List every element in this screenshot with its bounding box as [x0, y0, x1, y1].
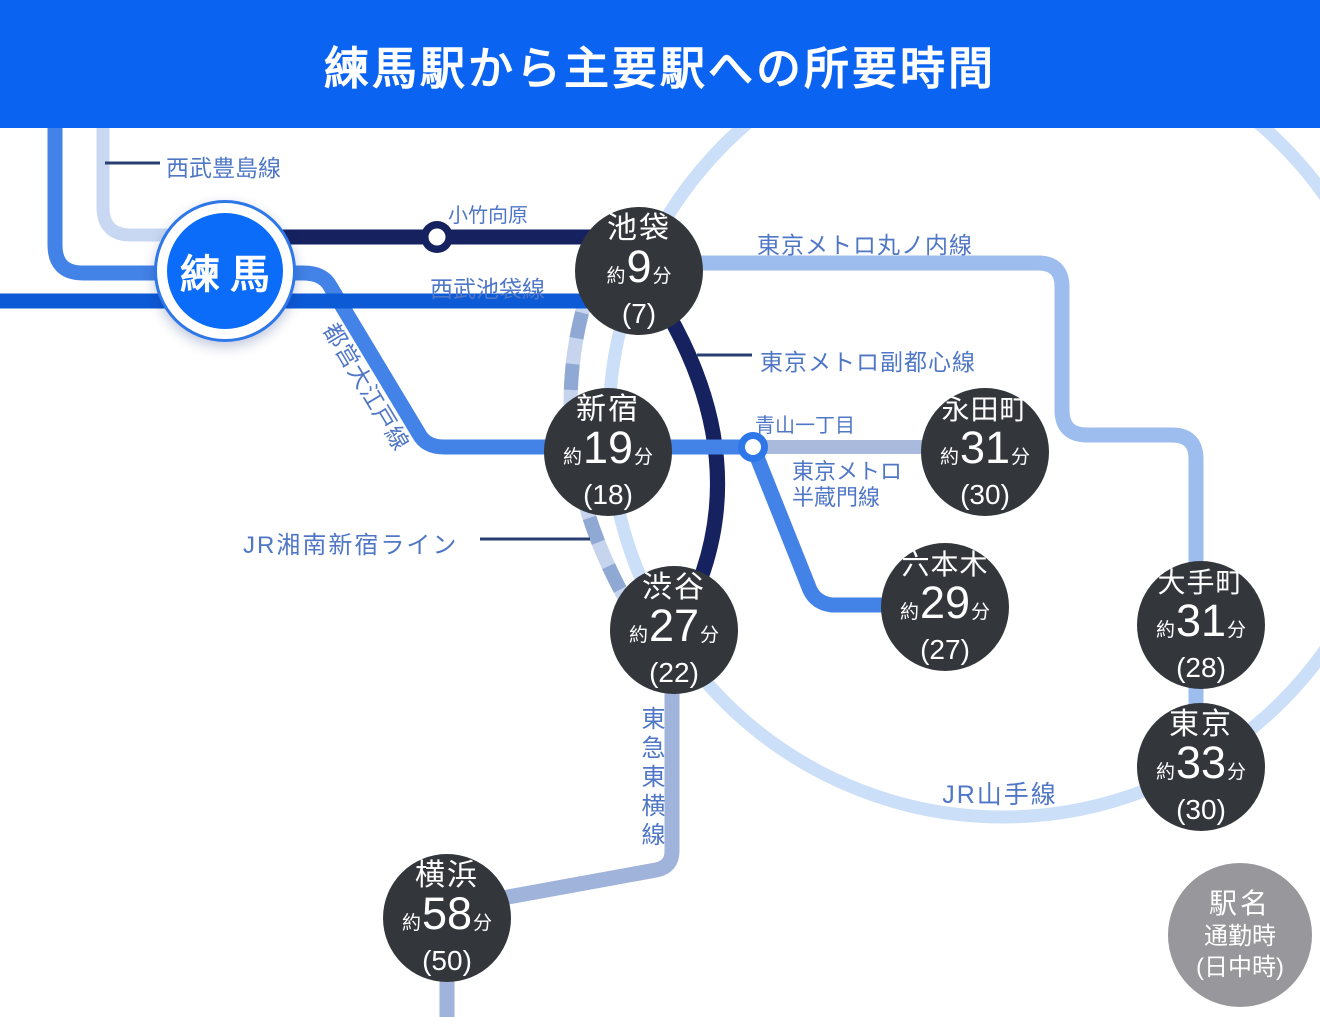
station-name: 池袋 — [607, 212, 671, 245]
title-bar: 練馬駅から主要駅への所要時間 — [0, 0, 1320, 128]
daytime-minutes: (28) — [1176, 652, 1226, 683]
seibu-ikebukuro-line-label: 西武池袋線 — [430, 276, 545, 302]
minutes-unit: 分 — [634, 447, 654, 468]
jr-shonan-shinjuku-line-label: JR湘南新宿ライン — [243, 532, 459, 559]
minutes-unit: 分 — [1011, 447, 1031, 468]
minutes-value: 58 — [421, 888, 473, 939]
aoyama-itchome-station-label: 青山一丁目 — [755, 415, 855, 437]
minutes-value: 33 — [1175, 737, 1227, 788]
daytime-minutes: (30) — [960, 479, 1010, 510]
metro-fukutoshin-line-label: 東京メトロ副都心線 — [760, 349, 976, 375]
jr-yamanote-line-label: JR山手線 — [942, 781, 1058, 809]
approx-label: 約 — [562, 447, 582, 468]
approx-label: 約 — [606, 266, 626, 287]
metro-marunouchi-line — [632, 255, 1204, 775]
minutes-unit: 分 — [473, 913, 493, 934]
minutes-value: 29 — [919, 577, 971, 628]
daytime-minutes: (50) — [422, 945, 472, 976]
station-name: 六本木 — [901, 549, 989, 580]
tokyu-toyoko-line — [468, 630, 680, 912]
daytime-minutes: (30) — [1176, 794, 1226, 825]
metro-hanzomon-line-label-2: 半蔵門線 — [792, 485, 881, 510]
approx-label: 約 — [401, 913, 421, 934]
minutes-value: 31 — [959, 422, 1011, 473]
kotake-mukaihara-station-label: 小竹向原 — [448, 205, 528, 227]
approx-label: 約 — [628, 625, 648, 646]
minutes-value: 9 — [626, 241, 652, 292]
origin-station-nerima-core: 練馬 — [167, 213, 283, 329]
station-name: 新宿 — [576, 393, 640, 426]
legend-circle: 駅名 通勤時 (日中時) — [1168, 863, 1312, 1007]
toei-oedo-line — [47, 121, 950, 613]
legend-station-label: 駅名 — [1208, 888, 1271, 919]
station-name: 大手町 — [1157, 567, 1245, 598]
minutes-unit: 分 — [1227, 620, 1247, 641]
metro-marunouchi-line-label: 東京メトロ丸ノ内線 — [757, 232, 973, 258]
approx-label: 約 — [899, 602, 919, 623]
tokyu-toyoko-line-label: 東急東横線 — [637, 706, 664, 851]
station-name: 渋谷 — [642, 571, 706, 604]
approx-label: 約 — [1155, 620, 1175, 641]
metro-hanzomon-line-label-1: 東京メトロ — [792, 459, 903, 484]
minutes-value: 19 — [582, 422, 634, 473]
page-title: 練馬駅から主要駅への所要時間 — [323, 42, 996, 94]
daytime-minutes: (27) — [920, 634, 970, 665]
seibu-toshima-line — [96, 121, 200, 242]
minutes-unit: 分 — [652, 266, 672, 287]
approx-label: 約 — [1155, 762, 1175, 783]
minutes-unit: 分 — [700, 625, 720, 646]
minutes-value: 27 — [648, 600, 700, 651]
legend-daytime-label: (日中時) — [1196, 954, 1284, 981]
origin-station-name: 練馬 — [180, 253, 280, 297]
minutes-unit: 分 — [1227, 762, 1247, 783]
minutes-value: 31 — [1175, 595, 1227, 646]
kotake-mukaihara-station-dot-core — [428, 228, 446, 246]
origin-station-nerima: 練馬 — [154, 200, 296, 342]
station-name: 横浜 — [415, 859, 479, 892]
station-name: 永田町 — [941, 394, 1029, 425]
legend-commute-label: 通勤時 — [1204, 923, 1276, 950]
daytime-minutes: (18) — [583, 479, 633, 510]
station-name: 東京 — [1169, 708, 1233, 741]
seibu-toshima-line-label: 西武豊島線 — [166, 155, 281, 181]
minutes-unit: 分 — [971, 602, 991, 623]
aoyama-itchome-station-dot-core — [745, 439, 761, 455]
daytime-minutes: (7) — [621, 298, 657, 329]
daytime-minutes: (22) — [649, 657, 699, 688]
approx-label: 約 — [939, 447, 959, 468]
